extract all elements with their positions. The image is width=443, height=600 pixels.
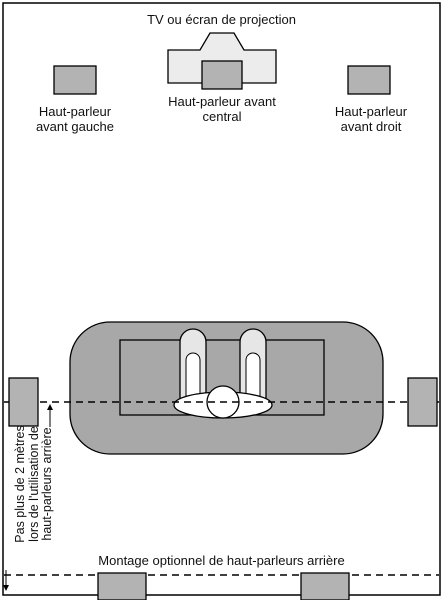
front-left-label-line2: avant gauche: [35, 119, 115, 134]
tv-label: TV ou écran de projection: [147, 12, 296, 27]
front-right-speaker: [347, 65, 391, 95]
rear-distance-line2: lors de l'utilisation de: [26, 426, 41, 542]
listener-left-leg-inner: [185, 352, 201, 401]
distance-arrow-down-head: [3, 585, 9, 591]
rear-distance-line3: haut-parleurs arrière: [40, 427, 54, 541]
front-left-label-line1: Haut-parleur: [38, 104, 112, 119]
listener-right-leg-inner: [245, 352, 261, 401]
left-surround-speaker: [8, 377, 39, 427]
front-left-speaker: [53, 65, 97, 95]
distance-arrow-up-head: [47, 404, 53, 410]
rear-left-speaker: [97, 572, 147, 600]
front-right-label-line2: avant droit: [340, 119, 402, 134]
front-center-label-line1: Haut-parleur avant: [168, 94, 276, 109]
rear-distance-note: Pas plus de 2 mètres lors de l'utilisati…: [13, 406, 55, 562]
front-right-label-line1: Haut-parleur: [334, 104, 408, 119]
rear-distance-line1: Pas plus de 2 mètres: [13, 425, 27, 543]
right-surround-speaker: [407, 377, 438, 427]
front-center-speaker: [201, 60, 243, 90]
optional-rear-label: Montage optionnel de haut-parleurs arriè…: [98, 553, 345, 568]
front-center-label-line2: central: [202, 109, 242, 124]
rear-right-speaker: [300, 572, 350, 600]
